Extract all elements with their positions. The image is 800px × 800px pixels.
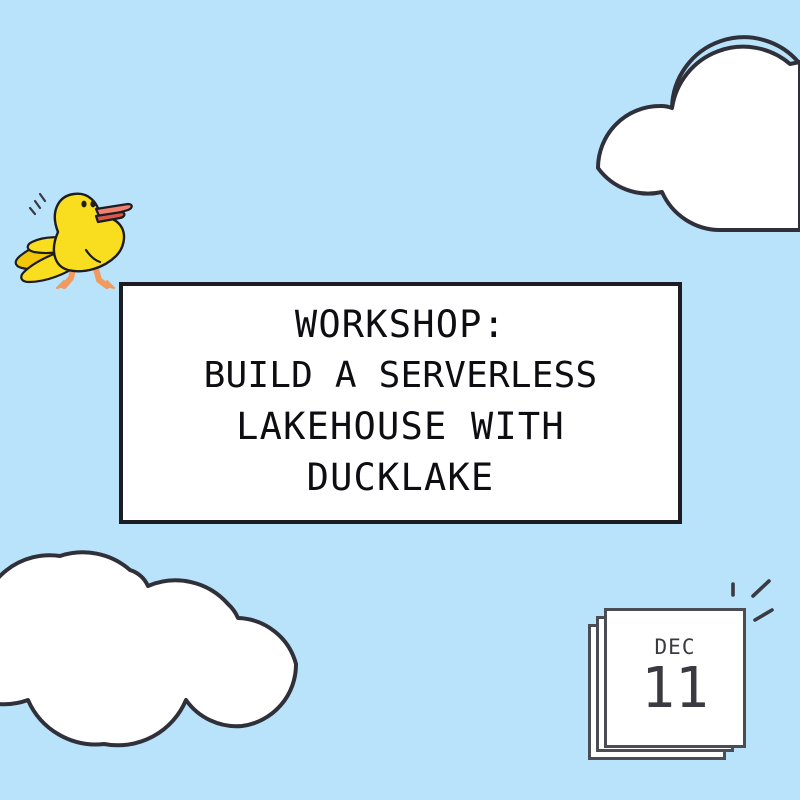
duck-body (52, 192, 126, 273)
calendar-day-number: 11 (641, 656, 709, 722)
cloud-top-right (596, 35, 800, 232)
duck-beak (94, 202, 133, 224)
calendar-month-label: DEC (654, 635, 696, 660)
title-card: WORKSHOP: BUILD A SERVERLESS LAKEHOUSE W… (119, 282, 682, 524)
duck-eye (81, 200, 96, 208)
calendar-sheet-front: DEC 11 (604, 608, 746, 748)
calendar-widget: DEC 11 (588, 608, 760, 768)
duck-legs (56, 255, 115, 289)
sparkle-diagonal-upper-icon (751, 579, 771, 598)
cloud-bottom-left (0, 550, 299, 748)
title-line-3: LAKEHOUSE WITH (236, 405, 565, 448)
title-line-2: BUILD A SERVERLESS (203, 355, 598, 396)
title-line-1: WORKSHOP: (294, 303, 507, 346)
duck-motion-lines (28, 192, 47, 216)
duck-wing (14, 236, 86, 284)
poster-alt-text: Workshop announcement poster with sky ba… (0, 0, 1, 1)
title-line-4: DUCKLAKE (306, 456, 495, 499)
